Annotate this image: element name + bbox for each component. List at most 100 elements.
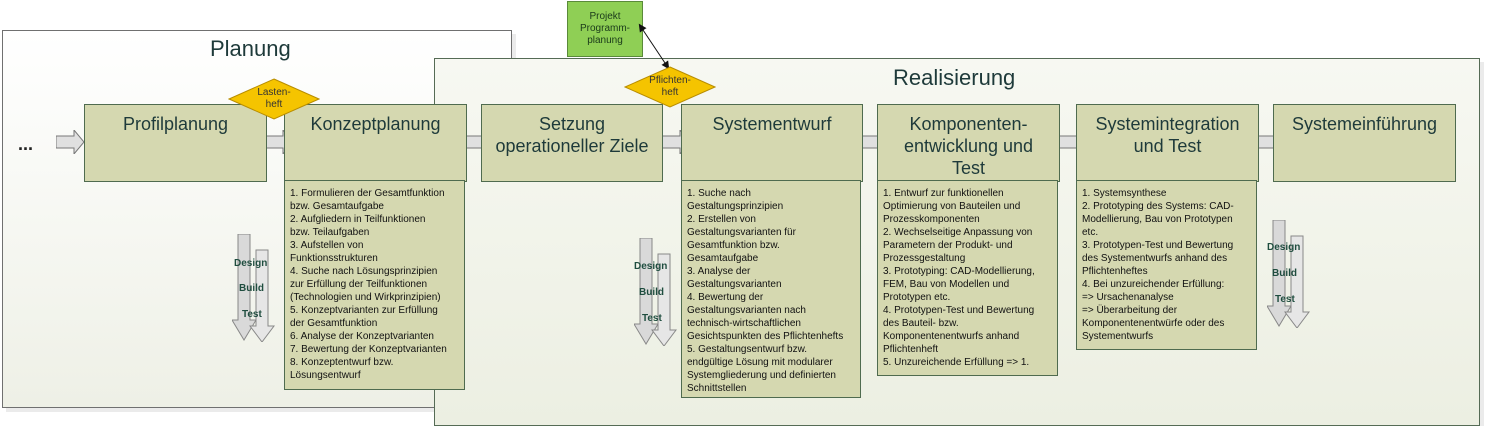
desc-line: FEM, Bau von Modellen und — [883, 279, 1010, 290]
desc-line: Systemgliederung und definierten — [687, 370, 836, 381]
desc-line: bzw. Teilaufgaben — [290, 227, 370, 238]
phase-title: Konzeptplanung — [310, 114, 441, 134]
desc-line: 3. Prototyping: CAD-Modellierung, — [883, 266, 1035, 277]
phase-setzung: Setzung operationeller Ziele — [481, 104, 663, 182]
phase-systementwurf: Systementwurf — [681, 104, 863, 182]
down-arrow-icon — [1267, 220, 1310, 328]
pflichtenheft-diamond: Pflichten- heft — [623, 66, 717, 108]
phase-systemeinfuehrung: Systemeinführung — [1273, 104, 1456, 182]
desc-line: Gesamtfunktion bzw. — [687, 240, 780, 251]
planung-title: Planung — [210, 36, 291, 61]
dbt-build-label: Build — [239, 283, 264, 294]
dbt-build-label: Build — [639, 287, 664, 298]
desc-systementwurf: 1. Suche nach Gestaltungsprinzipien 2. E… — [681, 180, 861, 398]
desc-line: (Technologien und Wirkprinzipien) — [290, 292, 441, 303]
pflichtenheft-line: Pflichten- — [649, 75, 691, 86]
desc-line: 2. Erstellen von — [687, 214, 756, 225]
desc-line: 6. Analyse der Konzeptvarianten — [290, 331, 434, 342]
desc-line: Schnittstellen — [687, 383, 747, 394]
desc-line: Systementwurfs — [1082, 331, 1154, 342]
phase-komponentenentwicklung: Komponenten- entwicklung und Test — [877, 104, 1060, 182]
lastenheft-line: Lasten- — [257, 87, 291, 98]
phase-profilplanung: Profilplanung — [84, 104, 267, 182]
projekt-line: planung — [587, 35, 623, 46]
phase-systemintegration: Systemintegration und Test — [1076, 104, 1259, 182]
desc-line: 4. Bewertung der — [687, 292, 764, 303]
projekt-line: Programm- — [579, 23, 630, 34]
desc-line: Gesamtaufgabe — [687, 253, 759, 264]
desc-line: 5. Konzeptvarianten zur Erfüllung — [290, 305, 438, 316]
desc-line: Prototypen etc. — [883, 292, 951, 303]
dbt-build-label: Build — [1272, 268, 1297, 279]
desc-line: 4. Bei unzureichender Erfüllung: — [1082, 279, 1225, 290]
desc-line: Modellierung, Bau von Prototypen — [1082, 214, 1233, 225]
desc-line: 3. Analyse der — [687, 266, 751, 277]
phase-title-line: Systemintegration — [1095, 114, 1240, 134]
desc-line: => Überarbeitung der — [1082, 305, 1178, 316]
desc-line: Pflichtenheftes — [1082, 266, 1148, 277]
realisierung-title: Realisierung — [893, 65, 1016, 90]
diamond-shape — [227, 78, 321, 120]
desc-line: des Bauteil- bzw. — [883, 318, 959, 329]
desc-komponentenentwicklung: 1. Entwurf zur funktionellen Optimierung… — [877, 180, 1058, 376]
pflichtenheft-line: heft — [661, 87, 679, 98]
phase-title: Profilplanung — [122, 114, 229, 134]
desc-systemintegration: 1. Systemsynthese 2. Prototyping des Sys… — [1076, 180, 1257, 350]
desc-line: Gestaltungsvarianten — [687, 279, 782, 290]
desc-line: 5. Unzureichende Erfüllung => 1. — [883, 357, 1030, 368]
desc-line: 5. Gestaltungsentwurf bzw. — [687, 344, 808, 355]
diamond-shape — [623, 66, 717, 108]
desc-line: Gestaltungsvarianten für — [687, 227, 796, 238]
phase-title-line: operationeller Ziele — [495, 136, 649, 156]
desc-line: 4. Prototypen-Test und Bewertung — [883, 305, 1035, 316]
dbt-test-label: Test — [642, 313, 662, 324]
dbt-test-label: Test — [242, 309, 262, 320]
desc-line: Pflichtenheft — [883, 344, 939, 355]
phase-title-line: Setzung — [538, 114, 606, 134]
desc-line: Komponentenentwürfe oder des — [1082, 318, 1225, 329]
lastenheft-line: heft — [265, 99, 283, 110]
desc-line: 1. Systemsynthese — [1082, 188, 1167, 199]
desc-line: => Ursachenanalyse — [1082, 292, 1174, 303]
desc-line: der Gesamtfunktion — [290, 318, 378, 329]
phase-title-line: und Test — [1133, 136, 1202, 156]
phase-title-line: Test — [951, 158, 985, 178]
desc-line: 4. Suche nach Lösungsprinzipien — [290, 266, 438, 277]
phase-title-line: Komponenten- — [909, 114, 1028, 134]
phase-title: Systemeinführung — [1291, 114, 1438, 134]
desc-line: 3. Aufstellen von — [290, 240, 364, 251]
down-arrow-icon — [232, 234, 275, 342]
dbt-design-label: Design — [634, 261, 668, 272]
desc-line: 3. Prototypen-Test und Bewertung — [1082, 240, 1234, 251]
desc-line: 7. Bewertung der Konzeptvarianten — [290, 344, 447, 355]
dbt-test-label: Test — [1275, 294, 1295, 305]
desc-line: Komponentenentwurfs anhand — [883, 331, 1020, 342]
dbt-design-label: Design — [1267, 242, 1301, 253]
desc-line: Gestaltungsprinzipien — [687, 201, 784, 212]
desc-line: Parametern der Produkt- und — [883, 240, 1013, 251]
ellipsis: ... — [18, 134, 34, 154]
desc-line: zur Erfüllung der Teilfunktionen — [290, 279, 428, 290]
phase-title: Systementwurf — [712, 114, 832, 134]
desc-line: endgültige Lösung mit modularer — [687, 357, 833, 368]
desc-line: 1. Suche nach — [687, 188, 751, 199]
desc-line: technisch-wirtschaftlichen — [687, 318, 801, 329]
lastenheft-diamond: Lasten- heft — [227, 78, 321, 120]
desc-line: Funktionsstrukturen — [290, 253, 378, 264]
down-arrow-icon — [634, 238, 677, 346]
desc-line: 2. Wechselseitige Anpassung von — [883, 227, 1033, 238]
desc-konzeptplanung: 1. Formulieren der Gesamtfunktion bzw. G… — [284, 180, 465, 390]
desc-line: Prozesskomponenten — [883, 214, 980, 225]
desc-line: 1. Formulieren der Gesamtfunktion — [290, 188, 445, 199]
desc-line: 8. Konzeptentwurf bzw. — [290, 357, 394, 368]
desc-line: 1. Entwurf zur funktionellen — [883, 188, 1004, 199]
desc-line: 2. Aufgliedern in Teilfunktionen — [290, 214, 426, 225]
desc-line: Gesichtspunkten des Pflichtenhefts — [687, 331, 844, 342]
desc-line: bzw. Gesamtaufgabe — [290, 201, 384, 212]
desc-line: 2. Prototyping des Systems: CAD- — [1082, 201, 1234, 212]
phase-title-line: entwicklung und — [903, 136, 1034, 156]
dbt-design-label: Design — [234, 258, 268, 269]
projekt-line: Projekt — [589, 11, 621, 22]
desc-line: Lösungsentwurf — [290, 370, 361, 381]
